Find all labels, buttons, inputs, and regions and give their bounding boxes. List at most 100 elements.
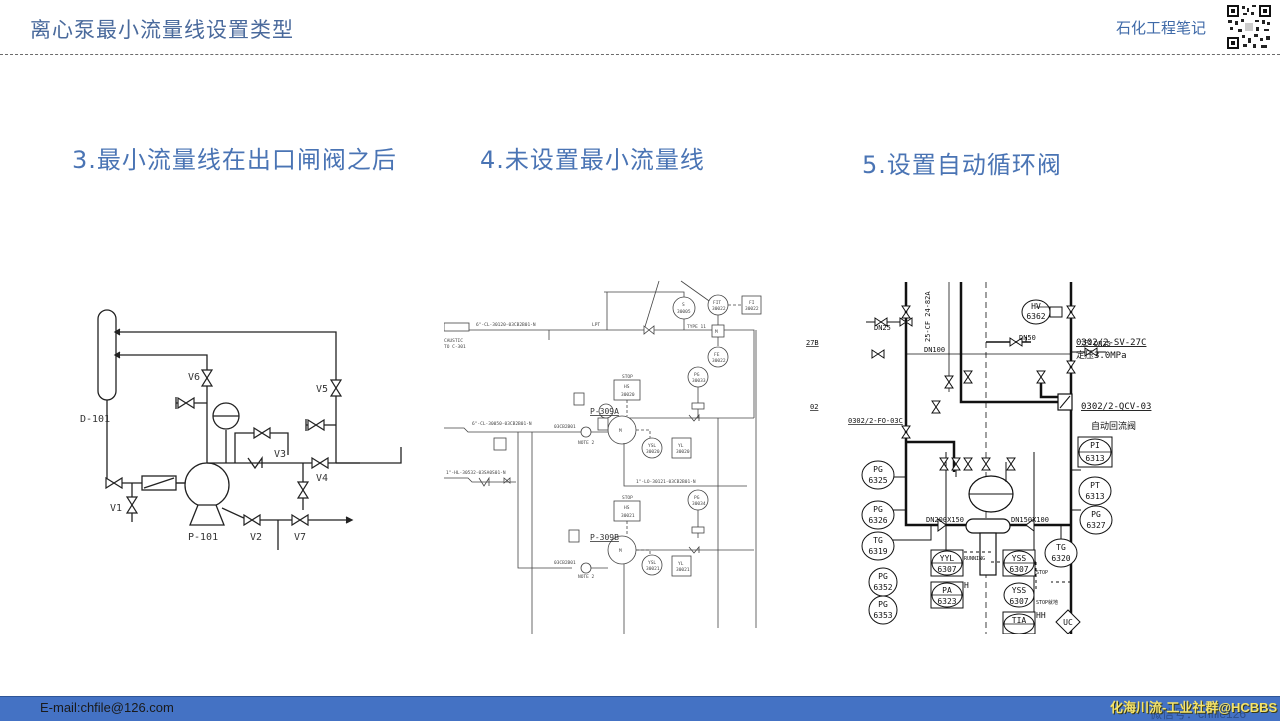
pg6353-num: 6353 [873, 611, 892, 620]
tia-tag: TIA [1012, 616, 1027, 625]
valve-vertical-2-icon [963, 370, 973, 384]
drain-valve-v4-icon [297, 481, 309, 499]
pg6325-tag: PG [873, 465, 883, 474]
instrument-pg-6327 [1079, 505, 1113, 535]
instrument-pg-6353 [868, 595, 898, 625]
instrument-pt-6313 [1078, 476, 1112, 506]
pi-tag: PI [1090, 441, 1100, 450]
pi-num: 6313 [1085, 454, 1104, 463]
section-heading-5: 5.设置自动循环阀 [862, 151, 1062, 179]
uc-tag: UC [1063, 618, 1073, 627]
valve-sep-1-icon [939, 457, 949, 471]
spec-a: 03CB2B01 [554, 424, 576, 430]
instrument-tg-6320 [1044, 538, 1078, 568]
hv-num: 6362 [1026, 312, 1045, 321]
num-fit: 30022 [712, 306, 726, 312]
yss-a-num: 6307 [1009, 565, 1028, 574]
yyl-num: 6307 [937, 565, 956, 574]
dn200x150: DN200X150 [926, 516, 964, 524]
diagram-min-flow-after-gate-valve: D-101 P-101 V1 V2 V3 V4 V5 V6 V7 [80, 309, 402, 550]
yss-b-num: 6307 [1009, 597, 1028, 606]
dn25-left: DN25 [874, 324, 891, 332]
pg6352-num: 6352 [873, 583, 892, 592]
label-v2: V2 [250, 532, 262, 543]
num-fi: 30022 [745, 306, 759, 312]
stop-local-label: STOP就地 [1036, 599, 1058, 606]
valve-v1-icon [105, 477, 123, 489]
diagram-no-min-flow-line: 6"-CL-30120-03CB2B01-N CAUSTIC TO C-301 … [444, 280, 762, 634]
label-v6: V6 [188, 372, 200, 383]
stop-b: STOP [622, 495, 633, 501]
label-p101: P-101 [188, 532, 218, 543]
tag-pg-b: PG [694, 495, 700, 501]
qr-code-icon [1226, 4, 1272, 50]
footer-bar: E-mail:chfile@126.com 微信号：chfile126 化海川流… [0, 696, 1280, 721]
note2: 注2 [1081, 338, 1092, 347]
line-qcv: 0302/2-QCV-03 [1081, 402, 1151, 412]
qcv-desc: 自动回流阀 [1091, 420, 1136, 432]
pg6326-num: 6326 [868, 516, 887, 525]
num-pg-a: 30033 [692, 378, 706, 384]
line-sv: 0302/2-SV-27C [1076, 338, 1146, 348]
vent-valve-icon [177, 397, 195, 409]
num-ysl-b: 30021 [646, 566, 660, 572]
label-v7: V7 [294, 532, 306, 543]
footer-wechat: 微信号：chfile126 [1150, 707, 1247, 721]
label-caustic: CAUSTIC [444, 338, 463, 344]
dn25-right: DN25 [1094, 340, 1111, 348]
tg6319-tag: TG [873, 536, 883, 545]
flow-element-m [711, 324, 725, 338]
label-p309a: P-309A [590, 407, 619, 416]
valve-v4-icon [311, 457, 329, 469]
motor-b: M [619, 548, 622, 554]
note-b: NOTE 2 [578, 574, 595, 580]
tg6320-tag: TG [1056, 543, 1066, 552]
pump-p101 [184, 462, 230, 508]
line-fo: 0302/2-FO-03C [848, 417, 903, 425]
label-v4: V4 [316, 473, 328, 484]
stop-label: STOP [1036, 570, 1048, 576]
label-p309b: P-309B [590, 533, 619, 542]
tag-ysl-b: YSL [648, 560, 656, 566]
instrument-tg-6319 [861, 531, 895, 561]
valve-vertical-icon [944, 375, 954, 389]
tag-hs-a: HS [624, 384, 630, 390]
valve-v6-icon [201, 369, 213, 387]
valve-dn25-icon [931, 400, 941, 414]
label-to-c301: TO C-301 [444, 344, 466, 350]
yss-b-tag: YSS [1012, 586, 1027, 595]
num-fe: 30022 [712, 358, 726, 364]
valve-v7-icon [291, 514, 309, 526]
pg6352-tag: PG [878, 572, 888, 581]
tg6320-num: 6320 [1051, 554, 1070, 563]
vent-valve-v5-icon [307, 419, 325, 431]
ref-02: 02 [810, 403, 818, 411]
instrument-fe-30022 [707, 346, 729, 368]
running-label: RUNNING [964, 556, 985, 562]
num-yl-b: 30021 [676, 567, 690, 573]
tag-yl-b: YL [678, 561, 684, 567]
pa-num: 6323 [937, 597, 956, 606]
line-label-lo: 1"-LO-30121-03CB2B01-N [636, 479, 696, 485]
tag-s: S [682, 302, 685, 308]
valve-v5-icon [330, 379, 342, 397]
h-label: H [964, 581, 969, 590]
tag-fe: FE [714, 352, 720, 358]
label-v1: V1 [110, 503, 122, 514]
slide-title: 离心泵最小流量线设置类型 [30, 18, 294, 42]
label-type11: TYPE 11 [687, 324, 706, 330]
note-a: NOTE 2 [578, 440, 595, 446]
diagram-auto-recirculation-valve: 27B 02 DN25 DN25 DN100 DN50 DN200X150 DN… [806, 282, 1151, 634]
brand-name: 石化工程笔记 [1116, 19, 1207, 37]
tag-hs-b: HS [624, 505, 630, 511]
pg6325-num: 6325 [868, 476, 887, 485]
pg6326-tag: PG [873, 505, 883, 514]
footer-email: E-mail:chfile@126.com [40, 700, 174, 715]
pt-num: 6313 [1085, 492, 1104, 501]
num-pg-b: 30034 [692, 501, 706, 507]
label-v5: V5 [316, 384, 328, 395]
valve-bypass-icon [1036, 370, 1046, 384]
pump-p309a [607, 415, 637, 445]
label-lpt: LPT [592, 322, 600, 328]
line-label-suction: 6"-CL-30050-03CB2B01-N [472, 421, 532, 427]
